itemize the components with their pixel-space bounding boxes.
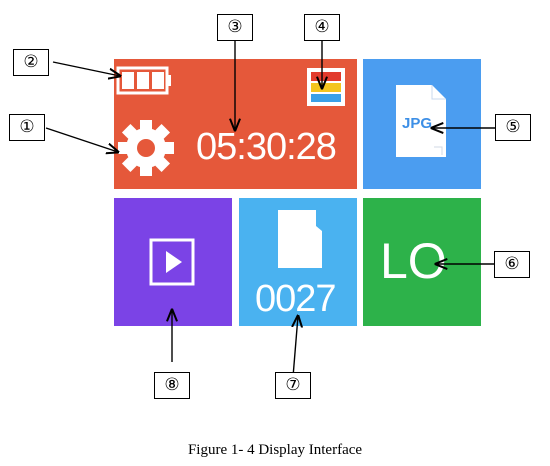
callout-5: ⑤ bbox=[495, 114, 531, 141]
callout-7: ⑦ bbox=[275, 372, 311, 399]
play-icon bbox=[149, 238, 195, 286]
mode-tile bbox=[363, 198, 481, 326]
time-display: 05:30:28 bbox=[196, 126, 337, 168]
sd-card-icon bbox=[278, 210, 322, 268]
file-format-label: JPG bbox=[402, 115, 433, 132]
callout-1: ① bbox=[9, 114, 45, 141]
jpg-file-icon bbox=[396, 85, 446, 157]
figure-caption: Figure 1- 4 Display Interface bbox=[187, 442, 363, 458]
leader-2 bbox=[52, 61, 120, 76]
callout-6: ⑥ bbox=[494, 251, 530, 278]
leader-7 bbox=[293, 316, 298, 378]
photo-count: 0027 bbox=[255, 278, 337, 320]
callout-2: ② bbox=[13, 49, 49, 76]
callout-8: ⑧ bbox=[154, 372, 190, 399]
callout-3: ③ bbox=[217, 14, 253, 41]
battery-icon bbox=[116, 66, 171, 95]
callout-4: ④ bbox=[304, 14, 340, 41]
leader-1 bbox=[45, 127, 118, 152]
